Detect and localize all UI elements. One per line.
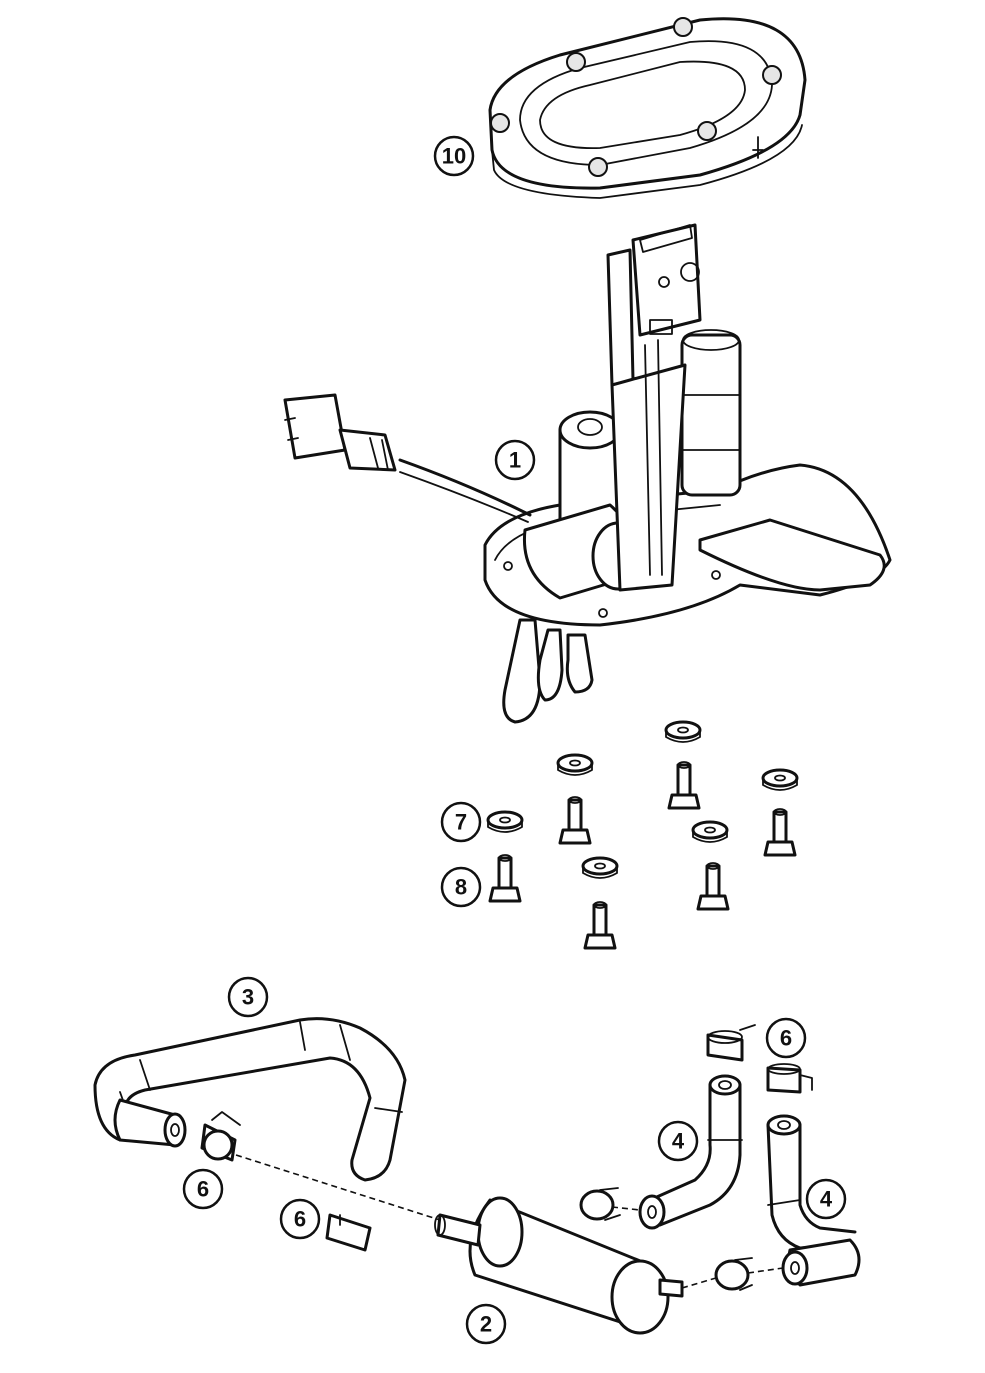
callout-3: 3: [227, 976, 269, 1018]
bolt: [583, 901, 617, 950]
washers: [486, 720, 799, 879]
callout-6-left: 6: [182, 1168, 224, 1210]
callout-label: 6: [294, 1207, 306, 1232]
washer: [556, 753, 594, 776]
clamp: [706, 1024, 756, 1062]
callout-10: 10: [433, 135, 475, 177]
bent-hose: [93, 1017, 407, 1182]
clamp: [579, 1187, 621, 1221]
washer: [581, 856, 619, 879]
clamp: [200, 1111, 241, 1162]
callout-label: 8: [455, 875, 467, 900]
callout-label: 7: [455, 810, 467, 835]
callout-label: 4: [672, 1129, 685, 1154]
hose-right: [766, 1114, 861, 1287]
fuel-filter: [434, 1196, 684, 1335]
clamps: [200, 1024, 813, 1291]
callout-8: 8: [440, 866, 482, 908]
bolt: [696, 862, 730, 911]
callout-2: 2: [465, 1303, 507, 1345]
washer: [691, 820, 729, 843]
callout-6-middle: 6: [279, 1198, 321, 1240]
bolt: [667, 761, 701, 810]
assembly-lines: [235, 1154, 784, 1289]
callout-label: 3: [242, 985, 254, 1010]
washer: [486, 810, 524, 833]
callout-label: 6: [780, 1026, 792, 1051]
callout-1: 1: [494, 439, 536, 481]
washer: [664, 720, 702, 743]
callout-label: 6: [197, 1177, 209, 1202]
callout-4-left: 4: [657, 1120, 699, 1162]
bolt: [763, 808, 797, 857]
callout-7: 7: [440, 801, 482, 843]
gasket-plate: [488, 17, 807, 199]
fuel-pump-module: [283, 223, 892, 724]
callout-label: 1: [509, 448, 521, 473]
bolts: [488, 761, 797, 950]
hose-left: [638, 1074, 743, 1230]
bolt: [488, 854, 522, 903]
callout-label: 4: [820, 1187, 833, 1212]
callout-6-right: 6: [765, 1017, 807, 1059]
callout-label: 10: [442, 144, 466, 169]
clamp: [714, 1257, 753, 1291]
washer: [761, 768, 799, 791]
callout-4-right: 4: [805, 1178, 847, 1220]
clamp: [766, 1063, 813, 1094]
callout-label: 2: [480, 1312, 492, 1337]
bolt: [558, 796, 592, 845]
clamp: [325, 1213, 372, 1252]
